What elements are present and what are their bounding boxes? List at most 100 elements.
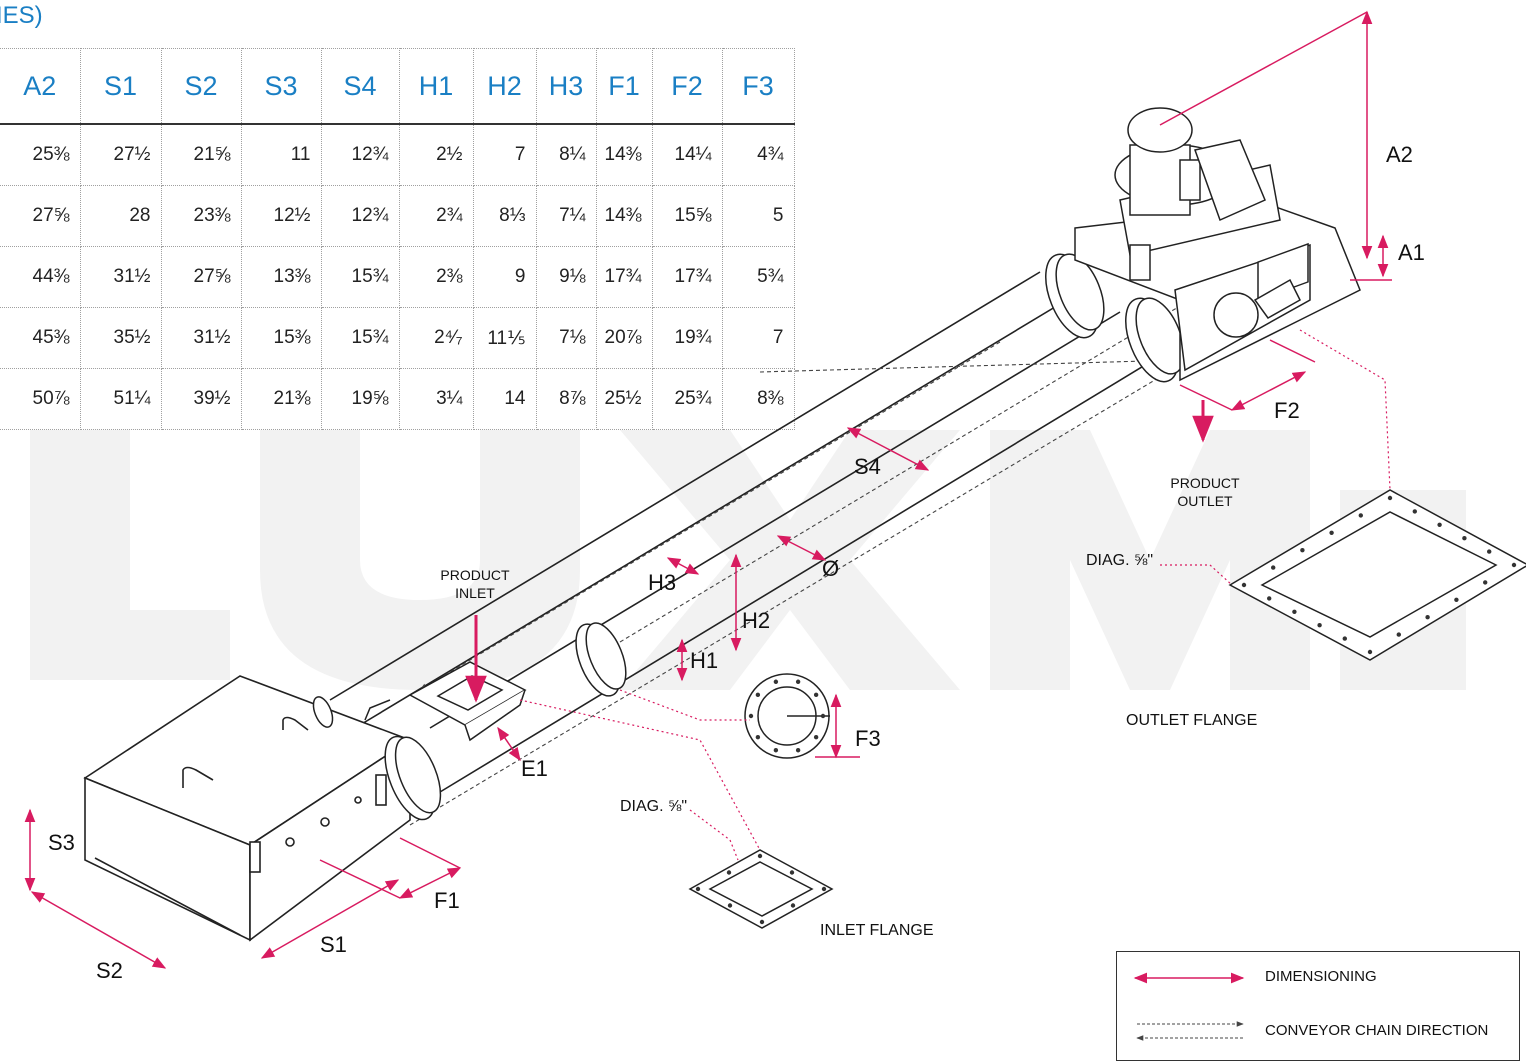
table-cell: 50⅞ — [0, 368, 81, 430]
label-f1: F1 — [434, 888, 460, 913]
table-cell: 27⅝ — [0, 185, 81, 247]
bolt-hole — [1300, 548, 1305, 553]
table-cell: 11 — [241, 124, 322, 186]
table-cell: 15⅜ — [241, 307, 322, 369]
table-cell: 45⅜ — [0, 307, 81, 369]
table-cell: 8¼ — [536, 124, 597, 186]
table-cell: 44⅜ — [0, 246, 81, 308]
legend: DIMENSIONING CONVEYOR CHAIN DIRECTION — [1116, 951, 1520, 1061]
table-cell: 31½ — [80, 246, 162, 308]
column-header-h2: H2 — [473, 48, 537, 125]
column-header-a2: A2 — [0, 48, 81, 125]
table-cell: 35½ — [80, 307, 162, 369]
table-cell: 25½ — [596, 368, 653, 430]
bolt-hole — [1483, 580, 1488, 585]
f3-round-flange — [744, 673, 830, 759]
label-h2: H2 — [742, 608, 771, 633]
f3-flange-holes — [748, 679, 826, 753]
table-cell: 21⅝ — [161, 124, 242, 186]
table-cell: 12¾ — [321, 185, 400, 247]
table-cell: 4¾ — [722, 124, 795, 186]
label-h1: H1 — [690, 648, 719, 673]
table-cell: 8⅞ — [536, 368, 597, 430]
bolt-hole — [726, 870, 732, 875]
bolt-hole — [795, 748, 801, 753]
column-header-h3: H3 — [536, 48, 597, 125]
table-cell: 12½ — [241, 185, 322, 247]
table-cell: 15⅝ — [652, 185, 723, 247]
label-a2: A2 — [1386, 142, 1413, 167]
table-cell: 5 — [722, 185, 795, 247]
table-cell: 14⅜ — [596, 124, 653, 186]
bolt-hole — [820, 713, 826, 719]
bolt-hole — [1292, 609, 1297, 614]
bolt-hole — [790, 903, 796, 908]
table-cell: 8⅓ — [473, 185, 537, 247]
table-cell: 14⅜ — [596, 185, 653, 247]
outlet-flange-holes — [1241, 495, 1517, 655]
bolt-hole — [1462, 536, 1467, 541]
label-f3: F3 — [855, 726, 881, 751]
column-header-s1: S1 — [80, 48, 162, 125]
table-cell: 8⅜ — [722, 368, 795, 430]
watermark — [30, 430, 1466, 690]
table-cell: 3¼ — [399, 368, 474, 430]
column-header-s2: S2 — [161, 48, 242, 125]
product-outlet-label: PRODUCT OUTLET — [1170, 475, 1240, 509]
bolt-hole — [1358, 513, 1364, 518]
product-inlet-label: PRODUCT INLET — [440, 567, 510, 601]
table-cell: 27½ — [80, 124, 162, 186]
table-cell: 23⅜ — [161, 185, 242, 247]
bolt-hole — [1329, 530, 1334, 535]
table-cell: 9 — [473, 246, 537, 308]
table-cell: 2½ — [399, 124, 474, 186]
table-cell: 15¾ — [321, 307, 400, 369]
column-header-h1: H1 — [399, 48, 474, 125]
bolt-hole — [1241, 582, 1247, 588]
bolt-hole — [1267, 596, 1272, 601]
label-s2: S2 — [96, 958, 123, 983]
bolt-hole — [795, 679, 801, 684]
bolt-hole — [759, 919, 765, 925]
bolt-hole — [695, 886, 701, 892]
table-cell: 39½ — [161, 368, 242, 430]
table-cell: 14 — [473, 368, 537, 430]
bolt-hole — [1396, 632, 1402, 637]
legend-row-dimensioning: DIMENSIONING — [1117, 958, 1519, 998]
table-cell: 5¾ — [722, 246, 795, 308]
bolt-hole — [1425, 615, 1430, 620]
table-cell: 20⅞ — [596, 307, 653, 369]
bolt-hole — [821, 886, 827, 892]
column-header-f1: F1 — [596, 48, 653, 125]
label-s1: S1 — [320, 932, 347, 957]
bolt-hole — [813, 692, 819, 698]
bolt-hole — [1487, 549, 1492, 554]
inlet-flange-holes — [695, 853, 827, 925]
table-cell: 25¾ — [652, 368, 723, 430]
diag-outlet-label: DIAG. ⅝" — [1086, 552, 1154, 569]
table-cell: 2¾ — [399, 185, 474, 247]
table-cell: 31½ — [161, 307, 242, 369]
bolt-hole — [727, 903, 733, 908]
bolt-hole — [755, 692, 761, 698]
conveyor-tubes — [329, 271, 1171, 793]
bolt-hole — [1317, 623, 1322, 628]
table-cell: 15¾ — [321, 246, 400, 308]
bolt-hole — [773, 748, 779, 753]
inlet-flange-plate — [688, 849, 834, 929]
label-a1: A1 — [1398, 240, 1425, 265]
outlet-flange-title: OUTLET FLANGE — [1126, 712, 1258, 729]
table-cell: 27⅝ — [161, 246, 242, 308]
column-header-f2: F2 — [652, 48, 723, 125]
inlet-flanges — [312, 622, 627, 821]
table-cell: 19¾ — [652, 307, 723, 369]
table-cell: 12¾ — [321, 124, 400, 186]
bolt-hole — [755, 734, 761, 740]
bolt-hole — [757, 853, 763, 859]
column-header-f3: F3 — [722, 48, 795, 125]
table-cell: 17¾ — [596, 246, 653, 308]
